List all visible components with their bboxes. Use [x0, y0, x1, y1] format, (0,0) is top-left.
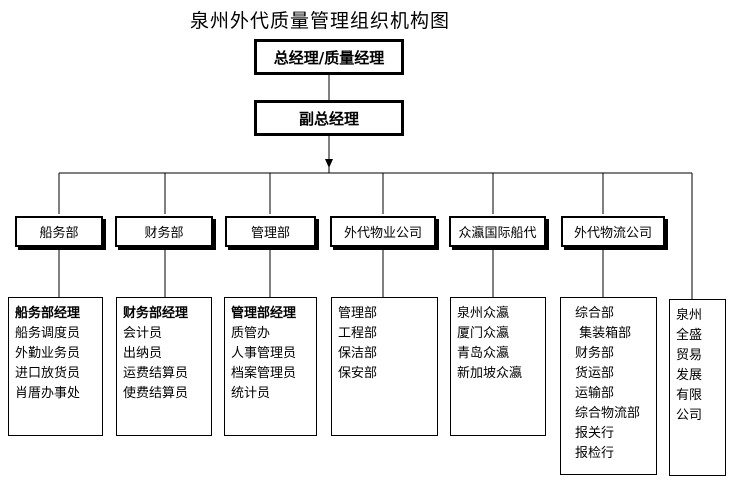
list-item: 会计员 — [123, 326, 163, 341]
list-item: 外勤业务员 — [15, 346, 81, 361]
list-item: 管理部 — [338, 306, 378, 321]
list-item: 工程部 — [338, 326, 378, 341]
list-item: 人事管理员 — [231, 346, 297, 361]
list-item: 集装箱部 — [575, 326, 632, 341]
list-item: 运输部 — [575, 386, 615, 401]
list-item: 财务部 — [575, 346, 615, 361]
dept-box-zhongying: 众瀛国际船代 — [449, 216, 546, 247]
dept-label: 财务部 — [144, 226, 184, 241]
staff-list-zhongying: 泉州众瀛 厦门众瀛 青岛众瀛 新加坡众瀛 — [450, 297, 546, 436]
trading-company-box: 泉州 全盛 贸易 发展 有限 公司 — [669, 299, 726, 476]
staff-list-shipping: 船务部经理 船务调度员 外勤业务员 进口放货员 肖厝办事处 — [8, 297, 103, 436]
list-item: 公司 — [676, 408, 703, 423]
dept-box-shipping: 船务部 — [15, 216, 103, 247]
list-item: 泉州众瀛 — [457, 306, 510, 321]
list-item: 厦门众瀛 — [457, 326, 510, 341]
general-manager-label: 总经理/质量经理 — [273, 48, 385, 67]
list-item: 档案管理员 — [231, 366, 297, 381]
list-item: 新加坡众瀛 — [457, 366, 523, 381]
dept-label: 外代物流公司 — [573, 226, 652, 241]
list-item: 财务部经理 — [123, 306, 189, 321]
staff-list-finance: 财务部经理 会计员 出纳员 运费结算员 使费结算员 — [116, 297, 212, 436]
list-item: 保洁部 — [338, 346, 378, 361]
list-item: 发展 — [676, 368, 703, 383]
dept-box-finance: 财务部 — [115, 216, 213, 247]
list-item: 全盛 — [676, 328, 703, 343]
list-item: 综合部 — [575, 306, 615, 321]
list-item: 有限 — [676, 388, 703, 403]
list-item: 报检行 — [575, 446, 615, 461]
staff-list-logistics: 综合部 集装箱部 财务部 货运部 运输部 综合物流部 报关行 报检行 — [560, 297, 657, 475]
list-item: 统计员 — [231, 386, 271, 401]
chart-title: 泉州外代质量管理组织机构图 — [190, 10, 451, 32]
list-item: 船务部经理 — [15, 306, 81, 321]
list-item: 保安部 — [338, 366, 378, 381]
list-item: 船务调度员 — [15, 326, 81, 341]
dept-label: 外代物业公司 — [343, 226, 422, 241]
list-item: 运费结算员 — [123, 366, 189, 381]
list-item: 管理部经理 — [231, 306, 297, 321]
deputy-manager-label: 副总经理 — [298, 109, 359, 128]
list-item: 报关行 — [575, 426, 615, 441]
list-item: 货运部 — [575, 366, 615, 381]
list-item: 使费结算员 — [123, 386, 189, 401]
dept-label: 众瀛国际船代 — [458, 226, 537, 241]
list-item: 青岛众瀛 — [457, 346, 510, 361]
dept-box-logistics: 外代物流公司 — [561, 216, 665, 247]
dept-box-management: 管理部 — [225, 216, 316, 247]
list-item: 泉州 — [676, 308, 703, 323]
list-item: 进口放货员 — [15, 366, 81, 381]
deputy-manager-box: 副总经理 — [254, 100, 404, 136]
staff-list-management: 管理部经理 质管办 人事管理员 档案管理员 统计员 — [224, 297, 317, 436]
list-item: 贸易 — [676, 348, 703, 363]
dept-label: 船务部 — [39, 226, 79, 241]
general-manager-box: 总经理/质量经理 — [254, 39, 404, 75]
dept-label: 管理部 — [250, 226, 290, 241]
list-item: 肖厝办事处 — [15, 386, 81, 401]
list-item: 综合物流部 — [575, 406, 641, 421]
dept-box-property: 外代物业公司 — [330, 216, 436, 247]
arrow-head — [325, 159, 333, 168]
list-item: 质管办 — [231, 326, 271, 341]
list-item: 出纳员 — [123, 346, 163, 361]
staff-list-property: 管理部 工程部 保洁部 保安部 — [331, 297, 438, 436]
